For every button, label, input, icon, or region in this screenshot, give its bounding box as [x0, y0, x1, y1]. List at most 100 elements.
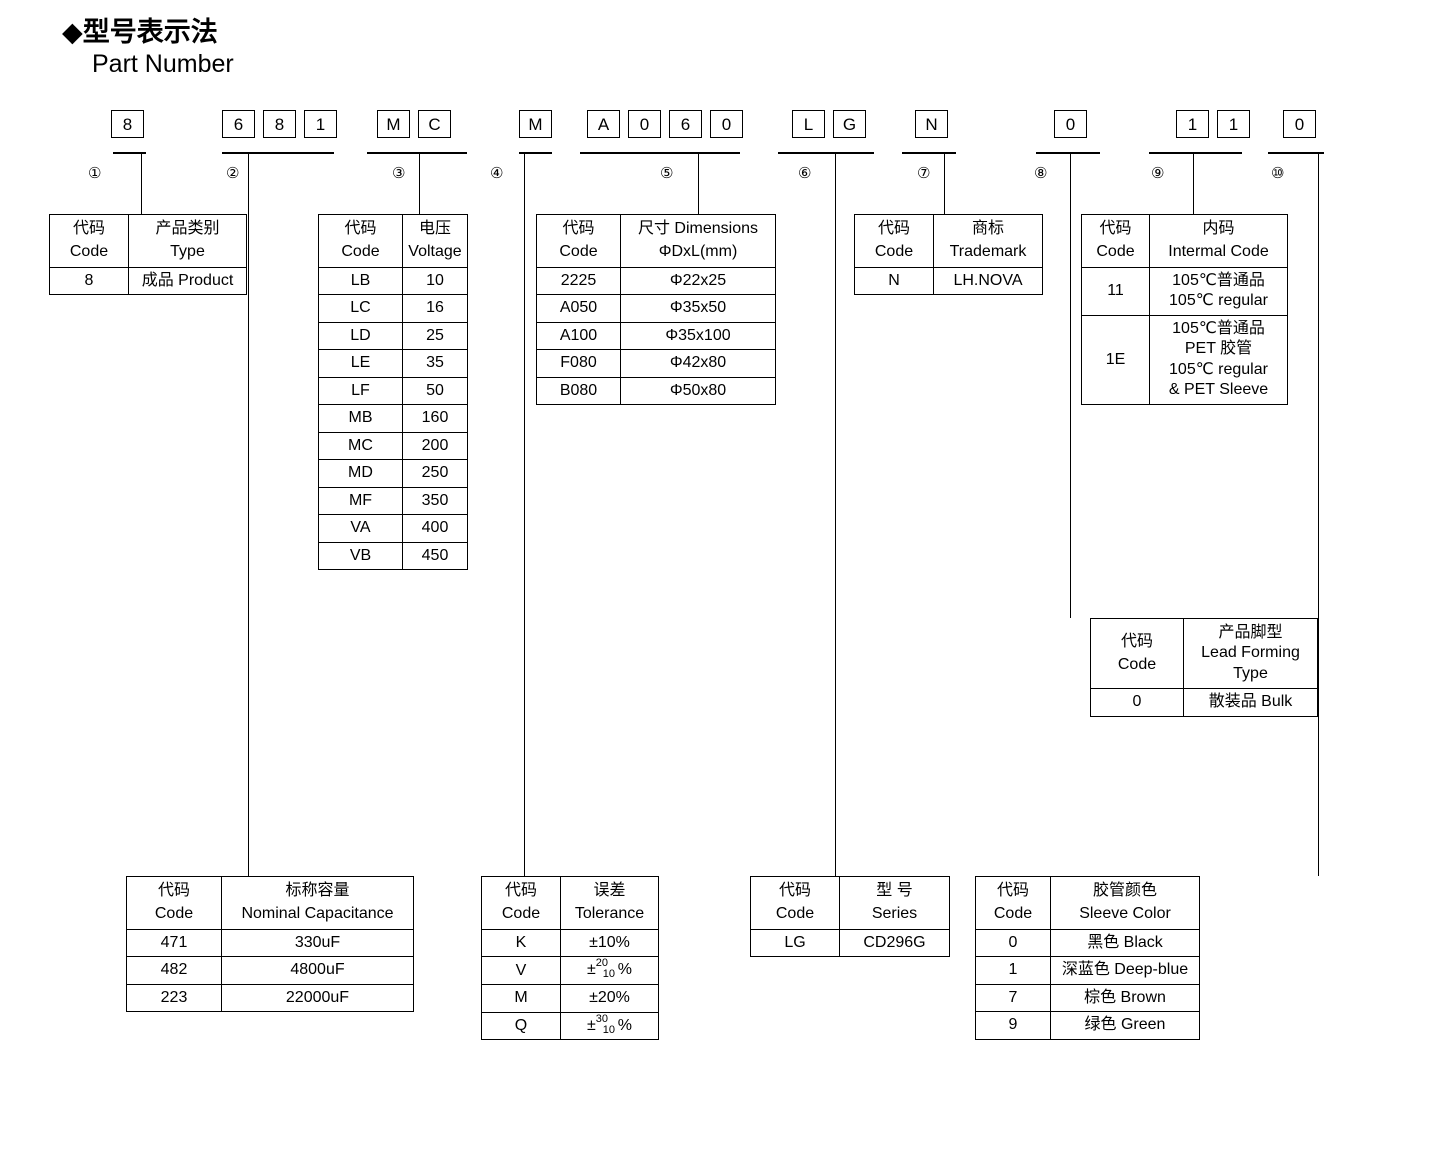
row-code: 9: [975, 1011, 1051, 1040]
row-value: 16: [402, 294, 468, 323]
table-row: 8 成品 Product: [49, 266, 247, 296]
group-underline-7: [902, 152, 956, 154]
row-value: 450: [402, 541, 468, 571]
code-box-3-1: M: [377, 110, 410, 138]
table-series: 代码 Code 型 号 Series LG CD296G: [750, 876, 950, 958]
sleeve-header-code: 代码 Code: [975, 876, 1051, 930]
group-underline-3: [367, 152, 467, 154]
row-code: K: [481, 928, 561, 958]
group-connector-6: [835, 152, 836, 876]
group-underline-8: [1036, 152, 1100, 154]
internal-header-value: 内码 Intermal Code: [1149, 214, 1288, 268]
type-header-value: 产品类别 Type: [128, 214, 247, 268]
row-value: 330uF: [221, 928, 414, 958]
dimensions-header-code: 代码 Code: [536, 214, 621, 268]
series-row-code: LG: [750, 928, 840, 958]
code-box-5-2: 0: [628, 110, 661, 138]
row-code: LC: [318, 294, 403, 323]
code-box-8-1: 0: [1054, 110, 1087, 138]
group-index-2: ②: [226, 165, 240, 182]
table-row: K±10%: [481, 928, 659, 958]
group-connector-5: [698, 152, 699, 214]
code-box-5-3: 6: [669, 110, 702, 138]
row-code: LD: [318, 321, 403, 351]
code-box-1-1: 8: [111, 110, 144, 138]
row-value: 400: [402, 514, 468, 543]
row-code: 11: [1081, 266, 1150, 316]
group-underline-5: [580, 152, 740, 154]
series-header-code: 代码 Code: [750, 876, 840, 930]
group-connector-2: [248, 152, 249, 876]
internal-header-code: 代码 Code: [1081, 214, 1150, 268]
row-code: 1: [975, 956, 1051, 985]
code-box-3-2: C: [418, 110, 451, 138]
row-value: 50: [402, 376, 468, 406]
group-index-4: ④: [490, 165, 504, 182]
code-box-4-1: M: [519, 110, 552, 138]
group-underline-4: [519, 152, 552, 154]
group-index-6: ⑥: [798, 165, 812, 182]
series-header-value: 型 号 Series: [839, 876, 950, 930]
row-value: Φ35x100: [620, 321, 776, 351]
row-value: 绿色 Green: [1050, 1011, 1200, 1040]
code-box-9-1: 1: [1176, 110, 1209, 138]
group-index-7: ⑦: [917, 165, 931, 182]
group-connector-9: [1193, 152, 1194, 214]
row-code: 223: [126, 983, 222, 1013]
sleeve-header-value: 胶管颜色 Sleeve Color: [1050, 876, 1200, 930]
row-code: 482: [126, 956, 222, 985]
row-value: 200: [402, 431, 468, 461]
table-row: N LH.NOVA: [854, 266, 1043, 296]
table-row: LG CD296G: [750, 928, 950, 958]
row-code: M: [481, 984, 561, 1013]
code-box-6-2: G: [833, 110, 866, 138]
group-index-8: ⑧: [1034, 165, 1048, 182]
row-value: 25: [402, 321, 468, 351]
trademark-header-code: 代码 Code: [854, 214, 934, 268]
group-connector-10: [1318, 152, 1319, 876]
row-value: 10: [402, 266, 468, 296]
row-code: A050: [536, 294, 621, 323]
row-code: Q: [481, 1011, 561, 1041]
row-value: ±20%: [560, 984, 659, 1013]
code-box-6-1: L: [792, 110, 825, 138]
row-value: 250: [402, 459, 468, 488]
row-value: 棕色 Brown: [1050, 983, 1200, 1013]
row-code: MD: [318, 459, 403, 488]
type-row-value: 成品 Product: [128, 266, 247, 296]
row-code: VA: [318, 514, 403, 543]
row-code: 1E: [1081, 314, 1150, 405]
row-value: Φ22x25: [620, 266, 776, 296]
row-code: MC: [318, 431, 403, 461]
row-value: Φ35x50: [620, 294, 776, 323]
tolerance-header-code: 代码 Code: [481, 876, 561, 930]
group-underline-2: [222, 152, 334, 154]
group-underline-10: [1268, 152, 1324, 154]
table-row: 0 散装品 Bulk: [1090, 688, 1318, 717]
code-box-5-1: A: [587, 110, 620, 138]
code-box-9-2: 1: [1217, 110, 1250, 138]
group-connector-8: [1070, 152, 1071, 618]
lead-row-code: 0: [1090, 688, 1184, 717]
